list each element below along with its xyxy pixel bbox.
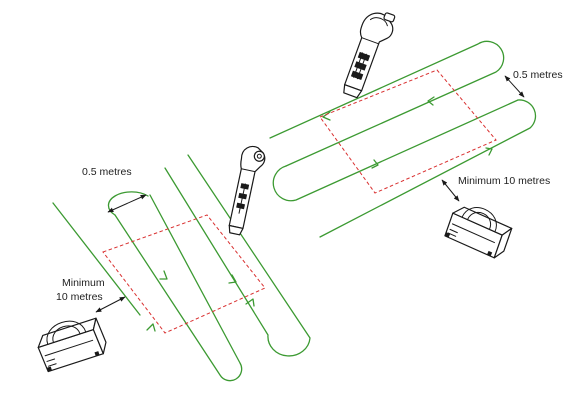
path-direction-arrow (427, 96, 435, 106)
left-search-path-outer-line (52, 202, 141, 316)
left-distance-dimension-arrow (95, 296, 126, 313)
right-search-path-middle-loop (272, 99, 519, 202)
right-search-area (319, 69, 497, 194)
left-spacing-dimension-arrow (107, 194, 147, 213)
right-distance-dimension-arrow (441, 179, 460, 202)
left-search-path-inner-loop (164, 154, 311, 357)
left-distance-label-line1: Minimum (62, 277, 105, 289)
left-search-area (102, 214, 266, 334)
locator-receiver-icon (343, 12, 396, 99)
right-search-pattern (269, 40, 537, 238)
signal-transmitter-icon (37, 317, 107, 373)
left-distance-label-line2: 10 metres (56, 291, 103, 303)
path-direction-arrow (371, 159, 379, 169)
right-spacing-label: 0.5 metres (513, 69, 563, 81)
right-distance-label: Minimum 10 metres (458, 175, 550, 187)
signal-transmitter-icon (444, 206, 513, 259)
path-direction-arrow (245, 298, 255, 307)
right-search-path-lower-loop (319, 99, 537, 238)
path-direction-arrow (146, 323, 156, 332)
path-direction-arrow (228, 274, 237, 284)
path-direction-arrow (485, 147, 493, 156)
right-spacing-dimension-arrow (504, 75, 525, 98)
locator-receiver-icon (228, 145, 266, 236)
left-search-path-lower-loop (114, 194, 243, 382)
path-direction-arrow (159, 270, 168, 280)
left-spacing-label: 0.5 metres (82, 166, 132, 178)
right-search-path-top-line (269, 40, 505, 167)
